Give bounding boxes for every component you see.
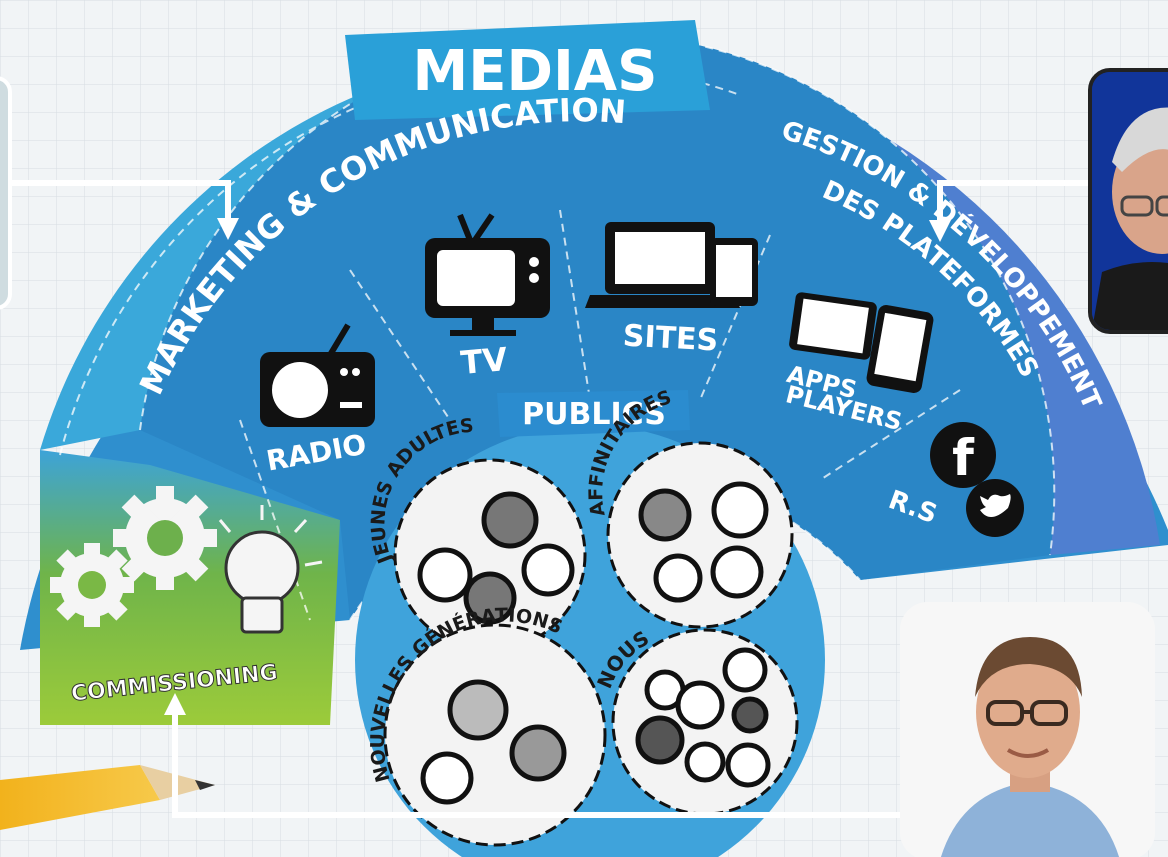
svg-text:f: f: [952, 429, 975, 487]
publics-title: PUBLICS: [522, 397, 666, 432]
radio-icon: [260, 323, 375, 427]
group-bubble-nouvelles-generations: [383, 623, 607, 847]
group-bubble-affinitaires: [606, 441, 794, 629]
connector-arrowheads: [164, 218, 951, 715]
smartphone-icon: [866, 305, 934, 393]
sites-label: SITES: [622, 319, 719, 359]
gear-icon: [113, 486, 217, 590]
commissioning-block: [40, 450, 340, 725]
tv-icon: [425, 213, 550, 336]
gear-icon: [50, 543, 134, 627]
facebook-icon: f: [930, 422, 996, 488]
twitter-icon: [966, 479, 1024, 537]
page-title: MEDIAS: [413, 39, 658, 104]
title-banner: MEDIAS: [345, 20, 710, 120]
tv-label: TV: [459, 340, 509, 382]
laptop-icon: [585, 222, 740, 308]
tablet-icon: [789, 292, 877, 360]
portrait-photo-top-right: [1088, 68, 1168, 334]
group-bubble-jeunes-adultes: [393, 458, 587, 652]
connector-lines: [0, 180, 1090, 818]
lightbulb-icon: [218, 505, 323, 634]
left-panel: [0, 76, 12, 310]
portrait-photo-bottom-right: [900, 602, 1155, 857]
group-bubble-nous: [611, 628, 799, 816]
tablet-icon: [710, 238, 758, 306]
media-band: [140, 33, 1055, 621]
publics-banner: PUBLICS: [497, 390, 690, 437]
